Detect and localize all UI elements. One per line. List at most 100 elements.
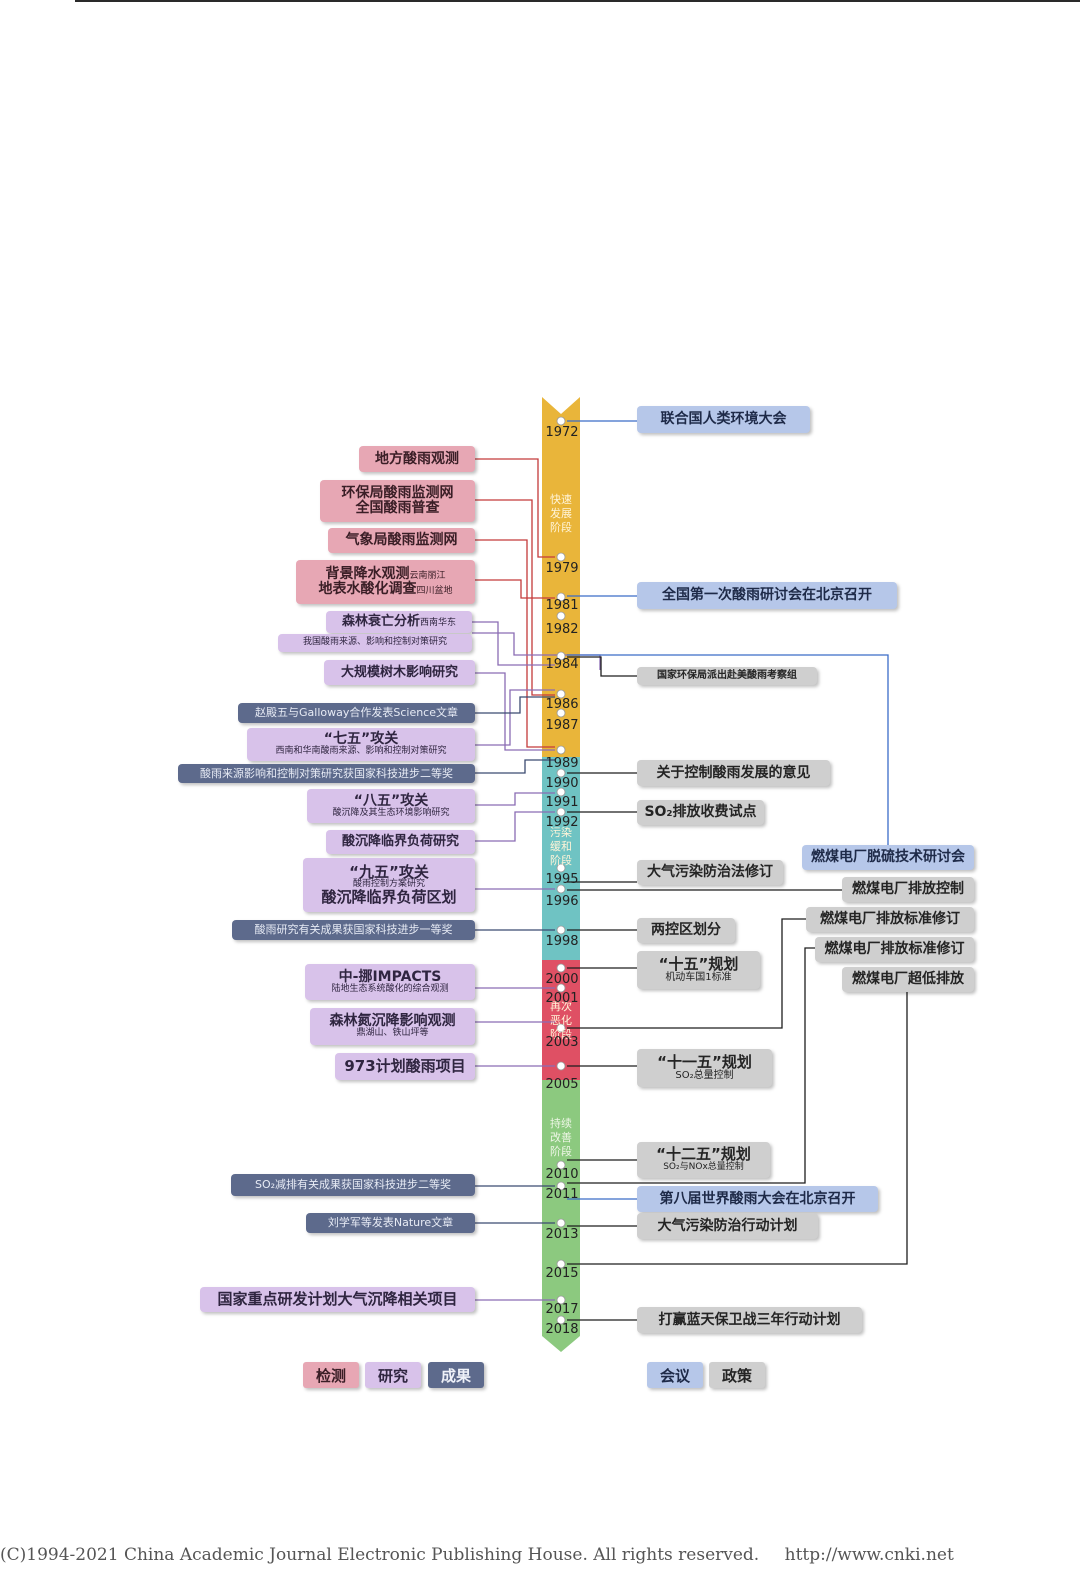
item-main: “十一五”规划 bbox=[657, 1052, 752, 1071]
item-sub: SO₂总量控制 bbox=[675, 1069, 734, 1081]
item-main: 第八届世界酸雨大会在北京召开 bbox=[659, 1190, 856, 1207]
item-national-key-rd-project: 国家重点研发计划大气沉降相关项目 bbox=[200, 1287, 475, 1312]
item-main: 赵殿五与Galloway合作发表Science文章 bbox=[255, 706, 458, 720]
year-markers bbox=[556, 416, 566, 1325]
legend-research: 研究 bbox=[365, 1362, 421, 1388]
item-main: “七五”攻关 bbox=[323, 731, 399, 748]
item-main: “十二五”规划 bbox=[656, 1145, 751, 1164]
year-label: 2000 bbox=[545, 972, 579, 987]
item-first-national-acid-rain-seminar: 全国第一次酸雨研讨会在北京召开 bbox=[637, 582, 897, 609]
monitor-connectors bbox=[475, 458, 555, 748]
item-main: 打赢蓝天保卫战三年行动计划 bbox=[658, 1311, 841, 1328]
item-sub: 机动车国1标准 bbox=[665, 971, 732, 983]
item-main: 973计划酸雨项目 bbox=[344, 1056, 466, 1075]
item-main: 两控区划分 bbox=[651, 922, 721, 939]
item-main: 燃煤电厂脱硫技术研讨会 bbox=[811, 849, 965, 866]
item-main: 地方酸雨观测 bbox=[375, 450, 459, 467]
item-8th-world-acid-rain-conference: 第八届世界酸雨大会在北京召开 bbox=[637, 1186, 878, 1212]
item-main: 酸雨来源影响和控制对策研究获国家科技进步二等奖 bbox=[200, 766, 453, 780]
item-science-paper: 赵殿五与Galloway合作发表Science文章 bbox=[238, 703, 475, 723]
item-main: 环保局酸雨监测网 bbox=[341, 485, 454, 502]
item-main: 全国第一次酸雨研讨会在北京召开 bbox=[662, 587, 872, 604]
stage-label-worsening: 再次恶化阶段 bbox=[550, 1000, 572, 1041]
year-label: 2017 bbox=[545, 1302, 579, 1317]
item-main2: 酸沉降临界负荷区划 bbox=[321, 887, 457, 906]
item-air-pollution-action-plan: 大气污染防治行动计划 bbox=[637, 1213, 818, 1239]
item-main: SO₂减排有关成果获国家科技进步二等奖 bbox=[254, 1178, 452, 1192]
item-line2: 地表水酸化调查四川盆地 bbox=[318, 581, 453, 597]
item-emission-standard-revision-1: 燃煤电厂排放标准修订 bbox=[806, 907, 974, 932]
item-sub: 陆地生态系统酸化的综合观测 bbox=[331, 983, 449, 994]
item-line1: 森林衰亡分析西南华东 bbox=[341, 614, 457, 630]
stage-segment-worsening bbox=[542, 960, 580, 1080]
item-main: 气象局酸雨监测网 bbox=[345, 532, 458, 549]
item-main: 燃煤电厂排放控制 bbox=[852, 881, 964, 898]
legend-monitoring: 检测 bbox=[303, 1362, 359, 1388]
item-main: 燃煤电厂超低排放 bbox=[852, 971, 964, 988]
year-label: 1986 bbox=[545, 697, 579, 712]
policy-connectors bbox=[567, 656, 908, 1321]
item-us-delegation: 国家环保局派出赴美酸雨考察组 bbox=[637, 667, 817, 685]
year-label: 1992 bbox=[545, 815, 579, 830]
item-acid-rain-source-research: 我国酸雨来源、影响和控制对策研究 bbox=[278, 634, 472, 652]
research-connectors bbox=[472, 621, 601, 1301]
item-so2-reduction-award: SO₂减排有关成果获国家科技进步二等奖 bbox=[231, 1174, 475, 1196]
item-sub: 酸沉降及其生态环境影响研究 bbox=[332, 807, 450, 818]
footer-url[interactable]: http://www.cnki.net bbox=[784, 1545, 954, 1565]
stage-segment-improving bbox=[542, 1080, 580, 1352]
item-line1: 背景降水观测云南丽江 bbox=[325, 566, 446, 583]
stage-label-improving: 持续改善阶段 bbox=[550, 1117, 572, 1158]
item-forest-nitrogen-deposition: 森林氮沉降影响观测 鼎湖山、铁山坪等 bbox=[310, 1008, 475, 1045]
item-sino-norway-impacts: 中-挪IMPACTS 陆地生态系统酸化的综合观测 bbox=[305, 964, 475, 1000]
year-label: 2005 bbox=[545, 1077, 579, 1092]
year-label: 1995 bbox=[545, 872, 579, 887]
item-epa-acid-rain-network: 环保局酸雨监测网 全国酸雨普查 bbox=[320, 480, 475, 522]
item-un-human-environment-conference: 联合国人类环境大会 bbox=[637, 406, 810, 433]
year-label: 2018 bbox=[545, 1322, 579, 1337]
item-main: 大规模树木影响研究 bbox=[340, 664, 458, 680]
year-label: 1981 bbox=[545, 598, 579, 613]
item-main: SO₂排放收费试点 bbox=[644, 804, 757, 821]
item-critical-load-study: 酸沉降临界负荷研究 bbox=[326, 830, 475, 854]
item-sub: 西南和华南酸雨来源、影响和控制对策研究 bbox=[275, 746, 447, 757]
item-main: “十五”规划 bbox=[658, 954, 739, 973]
item-ultra-low-emission: 燃煤电厂超低排放 bbox=[842, 967, 974, 992]
item-air-pollution-law-revision: 大气污染防治法修订 bbox=[637, 860, 783, 885]
item-met-acid-rain-network: 气象局酸雨监测网 bbox=[328, 528, 475, 553]
year-label: 1991 bbox=[545, 795, 579, 810]
item-main: 刘学军等发表Nature文章 bbox=[327, 1216, 454, 1230]
item-two-control-zones: 两控区划分 bbox=[637, 918, 735, 943]
item-acid-rain-control-opinion: 关于控制酸雨发展的意见 bbox=[637, 760, 830, 786]
item-main: “九五”攻关 bbox=[349, 862, 429, 881]
item-main: 联合国人类环境大会 bbox=[660, 411, 787, 428]
item-coal-plant-emission-control: 燃煤电厂排放控制 bbox=[842, 877, 974, 902]
item-large-scale-tree-study: 大规模树木影响研究 bbox=[324, 660, 475, 685]
stage-label-fast: 快速发展阶段 bbox=[550, 493, 572, 534]
stage-segment-fast bbox=[542, 397, 580, 757]
item-12th-five-year-plan: “十二五”规划 SO₂与NOx总量控制 bbox=[637, 1142, 770, 1178]
legend-achievement: 成果 bbox=[428, 1362, 484, 1388]
item-9th-five-year-project: “九五”攻关 酸雨控制方案研究 酸沉降临界负荷区划 bbox=[303, 858, 475, 912]
footer-copyright: (C)1994-2021 China Academic Journal Elec… bbox=[0, 1545, 760, 1565]
item-emission-standard-revision-2: 燃煤电厂排放标准修订 bbox=[815, 937, 974, 962]
item-10th-five-year-plan: “十五”规划 机动车国1标准 bbox=[637, 951, 760, 989]
item-main: 我国酸雨来源、影响和控制对策研究 bbox=[302, 637, 447, 648]
meeting-connectors bbox=[567, 420, 889, 1200]
item-nature-paper: 刘学军等发表Nature文章 bbox=[306, 1213, 475, 1233]
item-main: 大气污染防治行动计划 bbox=[657, 1217, 798, 1234]
year-label: 2003 bbox=[545, 1035, 579, 1050]
year-label: 1972 bbox=[545, 425, 579, 440]
item-background-precipitation: 背景降水观测云南丽江 地表水酸化调查四川盆地 bbox=[296, 560, 475, 604]
item-blue-sky-three-year-plan: 打赢蓝天保卫战三年行动计划 bbox=[637, 1307, 862, 1333]
year-label: 1989 bbox=[545, 756, 579, 771]
year-label: 1990 bbox=[545, 776, 579, 791]
year-label: 2015 bbox=[545, 1266, 579, 1281]
year-label: 2011 bbox=[545, 1187, 579, 1202]
item-first-prize-award: 酸雨研究有关成果获国家科技进步一等奖 bbox=[232, 920, 475, 940]
year-label: 1979 bbox=[545, 561, 579, 576]
item-11th-five-year-plan: “十一五”规划 SO₂总量控制 bbox=[637, 1049, 772, 1087]
item-local-acid-rain-observation: 地方酸雨观测 bbox=[359, 446, 475, 472]
item-main: “八五”攻关 bbox=[353, 792, 429, 809]
item-main: 森林氮沉降影响观测 bbox=[329, 1013, 456, 1030]
